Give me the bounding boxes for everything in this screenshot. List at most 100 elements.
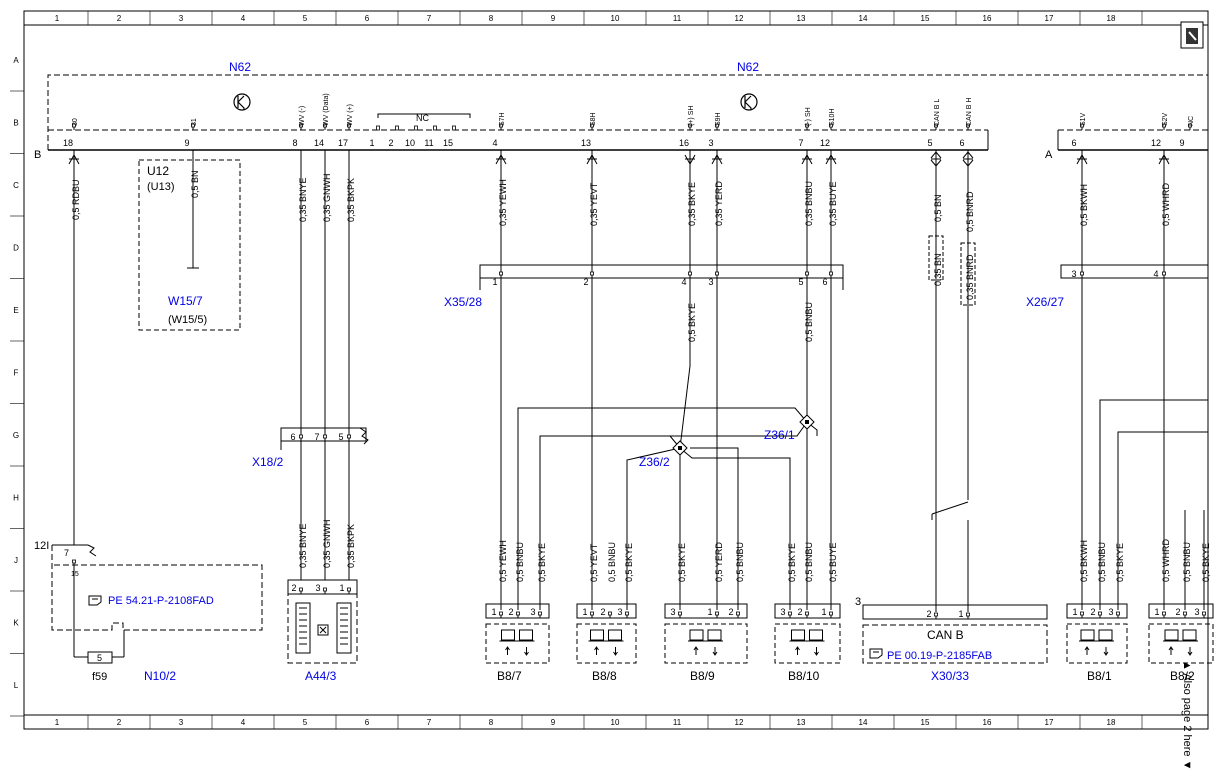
sensor-pin: 3 bbox=[1194, 607, 1199, 617]
wire-label: 0,35 GNWH bbox=[322, 519, 332, 568]
wire-label: 0,35 BNYE bbox=[298, 177, 308, 222]
grid-col-label: 6 bbox=[365, 718, 370, 727]
grid-col-label: 17 bbox=[1045, 718, 1054, 727]
label-u12: U12 bbox=[147, 164, 169, 178]
pin-b-12: 12 bbox=[820, 138, 830, 148]
grid-col-label: 4 bbox=[241, 718, 246, 727]
pin-signal: 30 bbox=[72, 118, 79, 126]
grid-row-label: B bbox=[13, 119, 18, 128]
pin-signal: S10H bbox=[829, 108, 836, 126]
wire-label: 0,5 BN bbox=[933, 194, 943, 222]
grid-column-ticks: 1122334455667788991010111112121313141415… bbox=[55, 11, 1143, 729]
ref-pe-00[interactable]: PE 00.19-P-2185FAB bbox=[887, 650, 992, 662]
pin-x35-6: 6 bbox=[822, 277, 827, 287]
hall-sensor-icon bbox=[791, 629, 805, 641]
pin-signal: S7H bbox=[499, 112, 506, 126]
side-note[interactable]: ▲ Also page 2 here ▼ bbox=[1181, 660, 1193, 770]
drawing-frame bbox=[23, 10, 1209, 730]
pin-b-6: 6 bbox=[959, 138, 964, 148]
grid-col-label: 15 bbox=[921, 14, 930, 23]
grid-col-label: 13 bbox=[797, 14, 806, 23]
nc-label: NC bbox=[416, 113, 429, 123]
grid-col-label: 9 bbox=[551, 14, 556, 23]
grid-col-label: 10 bbox=[611, 14, 620, 23]
grid-col-label: 14 bbox=[859, 718, 868, 727]
grid-col-label: 1 bbox=[55, 718, 60, 727]
pin-b-17: 17 bbox=[338, 138, 348, 148]
pin-signal: (+) SH bbox=[688, 106, 695, 126]
wire-label: 0,5 BKWH bbox=[1079, 184, 1089, 226]
wire-label: 0,35 GNWH bbox=[322, 173, 332, 222]
grid-col-label: 13 bbox=[797, 718, 806, 727]
sensor-pin: 1 bbox=[491, 607, 496, 617]
label-x35-28: X35/28 bbox=[444, 295, 482, 309]
grid-col-label: 4 bbox=[241, 14, 246, 23]
pin-b-15: 15 bbox=[443, 138, 453, 148]
wire-label: 0,5 BNBU bbox=[804, 542, 814, 582]
label-z36-2: Z36/2 bbox=[639, 455, 670, 469]
wire-label: 0,35 YEVT bbox=[589, 182, 599, 226]
wire-label: 0,5 RDBU bbox=[71, 179, 81, 220]
label-u13: (U13) bbox=[147, 181, 175, 193]
wire-label: 0,5 BKWH bbox=[1079, 540, 1089, 582]
grid-col-label: 11 bbox=[673, 718, 682, 727]
wire-label: 0,35 BNYE bbox=[298, 523, 308, 568]
ref-pe-54[interactable]: PE 54.21-P-2108FAD bbox=[108, 595, 214, 607]
pin-b-16: 16 bbox=[679, 138, 689, 148]
pin-b-8: 8 bbox=[292, 138, 297, 148]
pin-n10-7: 7 bbox=[64, 548, 69, 558]
label-w15-5: (W15/5) bbox=[168, 314, 207, 326]
wire-label: 0,5 WHRD bbox=[1161, 182, 1171, 226]
transistor-icon-right bbox=[740, 93, 758, 111]
pin-b-7: 7 bbox=[798, 138, 803, 148]
grid-col-label: 2 bbox=[117, 14, 122, 23]
grid-row-label: D bbox=[13, 244, 19, 253]
ref-icon-pe54 bbox=[88, 595, 102, 606]
label-12i: 12I bbox=[34, 540, 49, 552]
pin-x35-4: 4 bbox=[681, 277, 686, 287]
wire-label: 0,5 WHRD bbox=[1161, 538, 1171, 582]
pin-x26-4: 4 bbox=[1153, 269, 1158, 279]
pin-b-9: 9 bbox=[184, 138, 189, 148]
wire-label: 0,35 BN bbox=[933, 253, 943, 286]
wire-label: 0,5 YERD bbox=[714, 542, 724, 582]
sensor-pin: 2 bbox=[508, 607, 513, 617]
grid-col-label: 18 bbox=[1107, 14, 1116, 23]
sensor-pin: 1 bbox=[1154, 607, 1159, 617]
grid-col-label: 12 bbox=[735, 14, 744, 23]
grid-col-label: 1 bbox=[55, 14, 60, 23]
ref-icon-pe00 bbox=[869, 648, 883, 659]
pin-signal: CAN B L bbox=[934, 99, 941, 126]
pin-signal: WV (Data) bbox=[323, 93, 330, 126]
pin-signal: S8H bbox=[590, 112, 597, 126]
grid-col-label: 17 bbox=[1045, 14, 1054, 23]
pin-b-3: 3 bbox=[708, 138, 713, 148]
label-z36-1: Z36/1 bbox=[764, 428, 795, 442]
grid-col-label: 5 bbox=[303, 14, 308, 23]
wire-label: 0,5 BNBU bbox=[515, 542, 525, 582]
pin-a-12: 12 bbox=[1151, 138, 1161, 148]
pin-signal: NC bbox=[1188, 116, 1195, 126]
pin-a44-3: 3 bbox=[315, 583, 320, 593]
pin-x26-3: 3 bbox=[1071, 269, 1076, 279]
grid-col-label: 2 bbox=[117, 718, 122, 727]
label-a44-3: A44/3 bbox=[305, 669, 337, 683]
wire-label: 0,5 BNBU bbox=[607, 542, 617, 582]
sensor-pin: 3 bbox=[617, 607, 622, 617]
reference-links[interactable]: PE 54.21-P-2108FAD PE 00.19-P-2185FAB ▲ … bbox=[88, 595, 1193, 770]
page-icon[interactable] bbox=[1180, 21, 1204, 49]
sensor-pin: 3 bbox=[1108, 607, 1113, 617]
label-n62-right: N62 bbox=[737, 60, 759, 74]
wire-label: 0,5 BKYE bbox=[687, 303, 697, 342]
wire-label: 0,35 BKPK bbox=[346, 178, 356, 222]
wire-label: 0,5 BNBU bbox=[1097, 542, 1107, 582]
pin-b-18: 18 bbox=[63, 138, 73, 148]
hall-sensor-icon bbox=[1080, 629, 1095, 641]
label-b8-10: B8/10 bbox=[788, 669, 820, 683]
pin-signal: 31 bbox=[191, 118, 198, 126]
pin-a44-1: 1 bbox=[339, 583, 344, 593]
hall-sensor-icon bbox=[1164, 629, 1179, 641]
pin-x30: 1 bbox=[958, 609, 963, 619]
wire-label: 0,5 YEWH bbox=[498, 540, 508, 582]
